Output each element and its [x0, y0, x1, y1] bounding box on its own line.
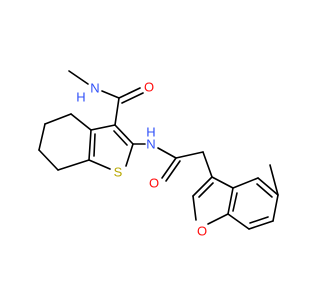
bond-c3af-c7af [227, 187, 234, 215]
molecule-structure: N H O N H S O O [38, 70, 279, 239]
bond-c6f-c7f-inner [249, 216, 269, 224]
bond-c6f-c7f [248, 220, 274, 230]
bond-c3-c3a [90, 124, 116, 131]
bond-c2-c3 [114, 124, 134, 145]
bond-c4f-c5f [257, 177, 279, 196]
atom-o-amide: O [144, 80, 154, 95]
bond-c2-c3-inner [113, 130, 128, 146]
bond-c6-c7 [38, 149, 59, 171]
bond-c5f-methyl [269, 164, 279, 196]
bond-c2f-c3f-inner [198, 182, 214, 198]
bond-c7a-s [88, 159, 111, 170]
bond-c7-c7a [57, 159, 90, 171]
bond-c2f-c3f [192, 176, 213, 197]
atom-o-furan: O [197, 224, 207, 239]
atom-labels: N H O N H S O O [76, 80, 207, 239]
bond-c7af-o [207, 213, 229, 225]
bond-c5-c6 [38, 123, 46, 151]
bond-c7f-c7af [227, 213, 250, 230]
atom-h-acylamino: H [146, 125, 155, 140]
bond-c3a-c7a [88, 129, 92, 161]
bond-c7a-c7a-inner [93, 133, 96, 157]
bond-ch2-c3f [202, 151, 213, 178]
bond-carbonyl-c3 [114, 97, 120, 126]
bond-acetyl-ch2 [175, 151, 204, 159]
bond-c5f-c6f [272, 194, 279, 222]
structure-svg: N H O N H S O O [38, 70, 279, 239]
bond-nh-acetyl [157, 147, 177, 159]
atom-n-acylamino: N [146, 137, 155, 152]
bonds [38, 70, 279, 230]
bond-c3f-c3af [211, 176, 234, 189]
bond-c4-c5 [44, 113, 72, 125]
bond-carbonyl-o-2 [121, 92, 144, 104]
bond-c3af-c7af-inner [232, 192, 238, 212]
bond-c3af-c4f [232, 177, 259, 189]
atom-o-acetyl: O [149, 176, 159, 191]
bond-o-c2f [192, 195, 197, 221]
bond-c4f-c5f-inner [256, 183, 273, 198]
bond-c3a-c4 [70, 113, 92, 131]
bond-acetyl-o-2 [165, 160, 181, 182]
bond-methyl-n [68, 70, 89, 85]
bond-carbonyl-o-1 [118, 87, 141, 99]
atom-n-amide: N [90, 81, 99, 96]
bond-s-c2 [125, 143, 134, 167]
bond-n-carbonyl [101, 90, 120, 99]
atom-s-thiophene: S [114, 165, 123, 180]
bond-acetyl-o-1 [161, 157, 177, 179]
atom-h-amide: H [76, 90, 85, 105]
